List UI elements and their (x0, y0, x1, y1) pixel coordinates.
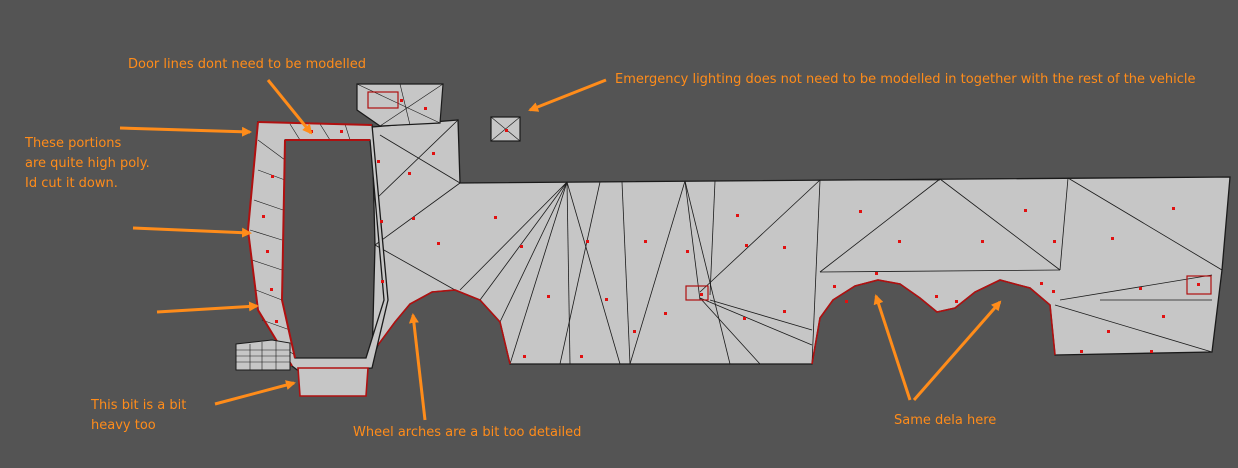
annotation-door-lines: Door lines dont need to be modelled (128, 57, 366, 72)
door-frame-mesh (246, 121, 389, 373)
arrow-high-poly-3 (156, 301, 259, 314)
annotation-emergency-lighting: Emergency lighting does not need to be m… (615, 72, 1196, 87)
arrow-door-lines (266, 79, 313, 135)
vertex-points (262, 99, 1200, 358)
roof-piece-mesh (356, 83, 444, 127)
annotation-same-deal: Same dela here (894, 413, 997, 428)
annotation-wheel-arches: Wheel arches are a bit too detailed (353, 425, 582, 440)
arrow-same-deal-left (873, 294, 912, 401)
arrow-wheel-arch (408, 313, 427, 421)
annotation-arrows (119, 78, 1002, 421)
annotation-high-poly: These portions are quite high poly. Id c… (25, 136, 150, 191)
lower-step-mesh (235, 339, 369, 397)
arrow-emergency-lighting (528, 78, 607, 112)
arrow-high-poly-1 (119, 126, 252, 137)
arrow-same-deal-right (912, 300, 1002, 401)
emergency-light-mesh (490, 116, 521, 142)
body-panel-mesh (371, 119, 1231, 365)
annotation-heavy-bit: This bit is a bit heavy too (91, 398, 187, 433)
arrow-high-poly-2 (132, 226, 252, 238)
arrow-heavy-bit (214, 380, 296, 406)
